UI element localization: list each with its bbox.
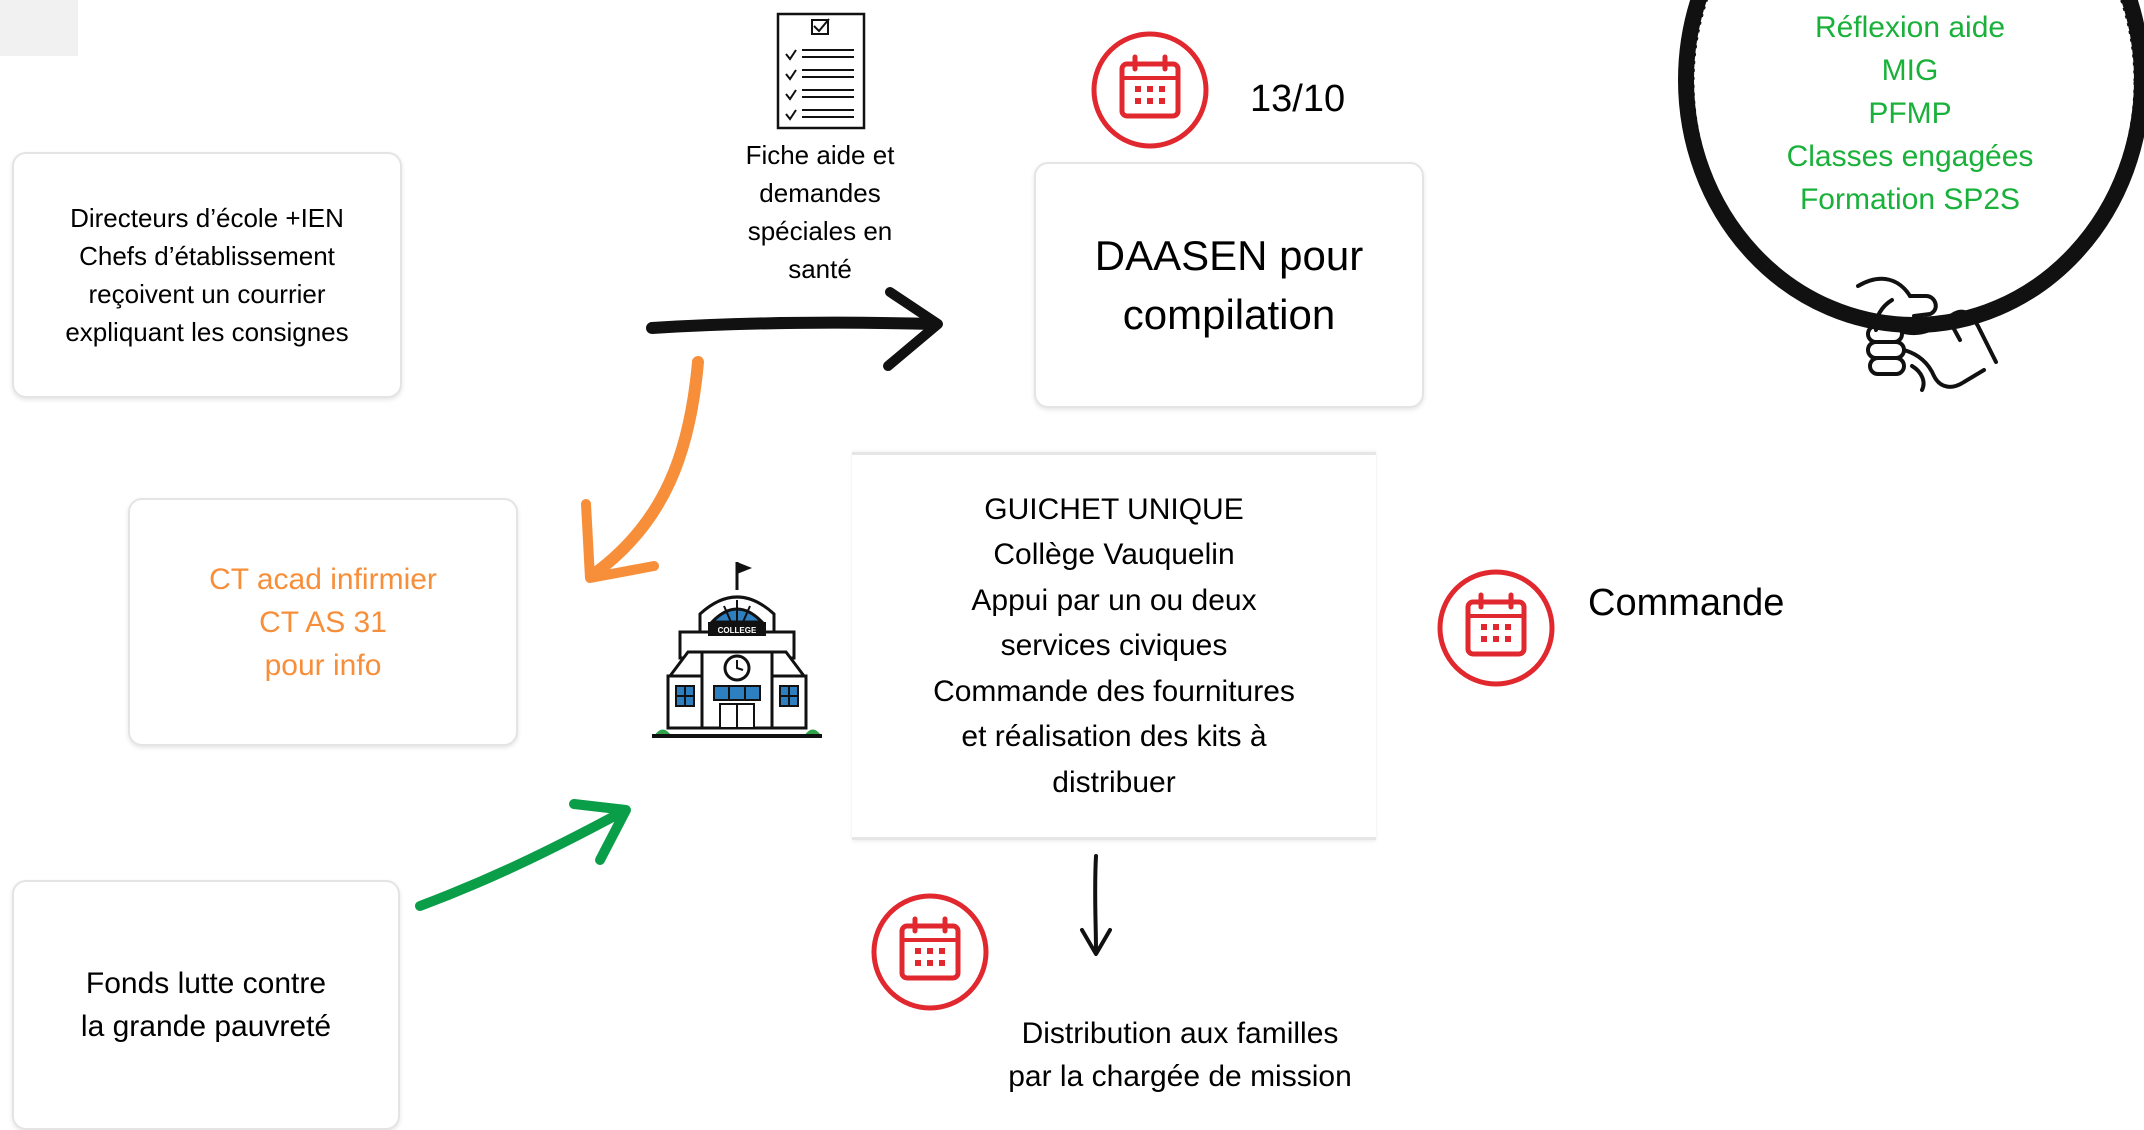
distribution-line-1: Distribution aux familles [1021, 1017, 1339, 1050]
ct-line-1: CT acad infirmier [209, 562, 437, 596]
fiche-line-2: demandes [759, 178, 881, 208]
college-sign: COLLEGE [718, 626, 757, 635]
school-building-icon: COLLEGE [652, 562, 822, 738]
guichet-line-7: distribuer [1052, 765, 1176, 799]
guichet-line-3: Appui par un ou deux [971, 583, 1257, 617]
daasen-line-1: DAASEN pour [1094, 232, 1364, 279]
guichet-line-2: Collège Vauquelin [993, 538, 1235, 572]
aide-list: Réflexion aide MIG PFMP Classes engagées… [1700, 6, 2120, 221]
ct-line-2: CT AS 31 [259, 605, 387, 639]
distribution-label: Distribution aux familles par la chargée… [960, 1012, 1400, 1098]
fiche-line-4: santé [788, 254, 852, 284]
aide-line-3: PFMP [1868, 97, 1952, 130]
corner-tab [0, 0, 78, 56]
directors-line-1: Directeurs d’école +IEN [70, 203, 344, 233]
guichet-unique-box: GUICHET UNIQUE Collège Vauquelin Appui p… [852, 452, 1376, 840]
fiche-line-1: Fiche aide et [745, 140, 895, 170]
orange-arrow [581, 356, 704, 583]
daasen-card: DAASEN pour compilation [1034, 162, 1424, 408]
directors-line-3: reçoivent un courrier [88, 279, 326, 309]
guichet-line-6: et réalisation des kits à [961, 720, 1267, 754]
calendar-icon [871, 893, 989, 1011]
date-label: 13/10 [1250, 78, 1346, 120]
fonds-line-1: Fonds lutte contre [85, 967, 327, 1000]
daasen-line-2: compilation [1122, 291, 1336, 338]
directors-line-4: expliquant les consignes [65, 317, 349, 347]
fiche-line-3: spéciales en [747, 216, 893, 246]
guichet-line-1: GUICHET UNIQUE [984, 492, 1244, 526]
calendar-icon [1091, 31, 1209, 149]
ct-line-3: pour info [264, 648, 382, 682]
aide-line-1: Réflexion aide [1814, 11, 2006, 44]
aide-line-5: Formation SP2S [1799, 183, 2021, 216]
distribution-line-2: par la chargée de mission [1008, 1060, 1352, 1093]
guichet-line-5: Commande des fournitures [933, 674, 1295, 708]
fiche-label: Fiche aide et demandes spéciales en sant… [720, 136, 920, 288]
down-arrow [1080, 854, 1112, 956]
fonds-line-2: la grande pauvreté [80, 1010, 332, 1043]
directors-card: Directeurs d’école +IEN Chefs d’établiss… [12, 152, 402, 398]
ct-card: CT acad infirmier CT AS 31 pour info [128, 498, 518, 746]
calendar-icon [1437, 569, 1555, 687]
aide-circle [1678, 0, 2144, 333]
aide-line-4: Classes engagées [1786, 140, 2034, 173]
fonds-card: Fonds lutte contre la grande pauvreté [12, 880, 400, 1130]
handshake-icon [1856, 276, 1998, 392]
green-arrow [415, 799, 631, 911]
directors-line-2: Chefs d’établissement [79, 241, 335, 271]
commande-label: Commande [1588, 582, 1785, 624]
guichet-line-4: services civiques [1000, 629, 1228, 663]
checklist-icon [776, 12, 866, 130]
black-arrow [646, 287, 943, 371]
aide-line-2: MIG [1881, 54, 1939, 87]
